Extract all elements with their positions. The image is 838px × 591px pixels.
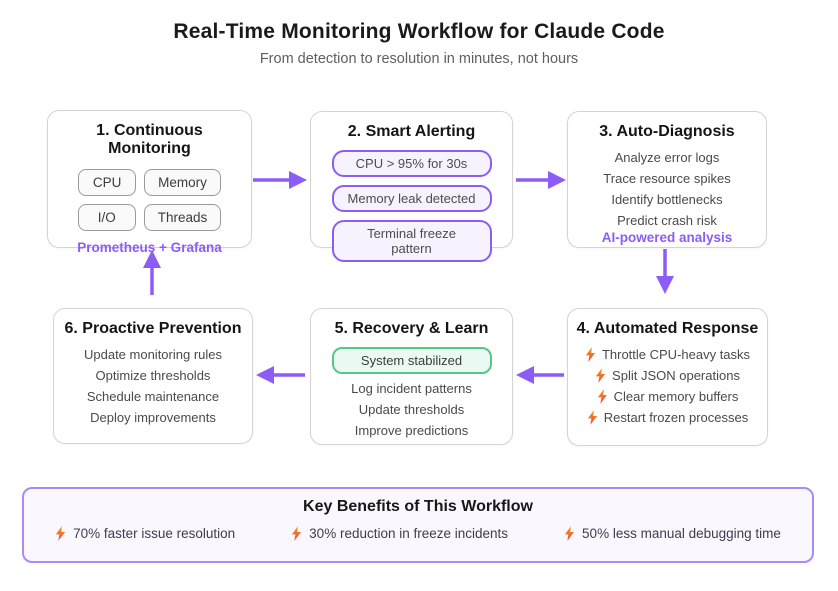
list-item: Identify bottlenecks bbox=[611, 192, 723, 207]
benefits-row: 70% faster issue resolution 30% reductio… bbox=[24, 526, 812, 541]
tools-label: Prometheus + Grafana bbox=[77, 240, 222, 255]
step-title: 2. Smart Alerting bbox=[347, 123, 476, 140]
lightning-icon bbox=[564, 526, 575, 541]
list-item: Throttle CPU-heavy tasks bbox=[576, 347, 759, 362]
status-pill-stabilized: System stabilized bbox=[331, 347, 492, 374]
lightning-icon bbox=[292, 526, 302, 541]
recovery-list: Log incident patterns Update thresholds … bbox=[319, 381, 504, 438]
lightning-icon bbox=[587, 410, 597, 425]
step-box-proactive-prevention: 6. Proactive Prevention Update monitorin… bbox=[53, 308, 253, 444]
benefits-title: Key Benefits of This Workflow bbox=[303, 498, 533, 515]
metric-chip-grid: CPU Memory I/O Threads bbox=[56, 167, 243, 231]
list-item: Log incident patterns bbox=[351, 381, 472, 396]
list-item: Schedule maintenance bbox=[86, 389, 220, 404]
arrow-response-to-recovery bbox=[516, 366, 564, 384]
list-item: Trace resource spikes bbox=[603, 171, 731, 186]
ai-analysis-label: AI-powered analysis bbox=[601, 230, 733, 245]
list-item: Split JSON operations bbox=[576, 368, 759, 383]
list-item: Optimize thresholds bbox=[95, 368, 211, 383]
diagnosis-list: Analyze error logs Trace resource spikes… bbox=[576, 150, 758, 228]
arrow-prevention-to-monitoring bbox=[143, 250, 161, 295]
alert-pill-stack: CPU > 95% for 30s Memory leak detected T… bbox=[319, 150, 504, 262]
arrow-diagnosis-to-response bbox=[656, 249, 674, 294]
list-item: Update monitoring rules bbox=[83, 347, 223, 362]
list-item: Analyze error logs bbox=[614, 150, 720, 165]
list-item: Predict crash risk bbox=[617, 213, 717, 228]
step-title: 6. Proactive Prevention bbox=[64, 320, 242, 337]
step-box-continuous-monitoring: 1. Continuous Monitoring CPU Memory I/O … bbox=[47, 110, 252, 255]
benefit-item: 70% faster issue resolution bbox=[55, 526, 235, 541]
alert-pill-freeze: Terminal freeze pattern bbox=[331, 220, 492, 262]
list-item: Update thresholds bbox=[358, 402, 465, 417]
step-box-auto-diagnosis: 3. Auto-Diagnosis Analyze error logs Tra… bbox=[567, 111, 767, 248]
page-subtitle: From detection to resolution in minutes,… bbox=[259, 51, 579, 67]
list-item: Restart frozen processes bbox=[576, 410, 759, 425]
response-list: Throttle CPU-heavy tasks Split JSON oper… bbox=[576, 347, 759, 425]
list-item: Improve predictions bbox=[354, 423, 469, 438]
arrow-monitoring-to-alerting bbox=[253, 171, 307, 189]
lightning-icon bbox=[585, 347, 596, 362]
step-title: 1. Continuous Monitoring bbox=[96, 122, 203, 157]
list-item: Clear memory buffers bbox=[576, 389, 759, 404]
metric-chip-memory: Memory bbox=[144, 169, 221, 196]
arrow-recovery-to-prevention bbox=[256, 366, 305, 384]
step-title: 3. Auto-Diagnosis bbox=[599, 123, 735, 140]
metric-chip-cpu: CPU bbox=[78, 169, 137, 196]
metric-chip-threads: Threads bbox=[143, 204, 222, 231]
list-item: Deploy improvements bbox=[90, 410, 216, 425]
benefit-item: 50% less manual debugging time bbox=[564, 526, 781, 541]
step-box-smart-alerting: 2. Smart Alerting CPU > 95% for 30s Memo… bbox=[310, 111, 513, 262]
arrow-alerting-to-diagnosis bbox=[516, 171, 566, 189]
benefits-panel: Key Benefits of This Workflow 70% faster… bbox=[22, 487, 814, 563]
step-box-recovery-learn: 5. Recovery & Learn System stabilized Lo… bbox=[310, 308, 513, 445]
lightning-icon bbox=[595, 368, 606, 383]
alert-pill-cpu: CPU > 95% for 30s bbox=[331, 150, 492, 177]
step-title: 5. Recovery & Learn bbox=[334, 320, 489, 337]
benefit-item: 30% reduction in freeze incidents bbox=[291, 526, 508, 541]
metric-chip-io: I/O bbox=[77, 204, 136, 231]
lightning-icon bbox=[55, 526, 66, 541]
lightning-icon bbox=[597, 389, 607, 404]
step-title: 4. Automated Response bbox=[576, 320, 759, 337]
alert-pill-memory-leak: Memory leak detected bbox=[331, 185, 492, 212]
step-box-automated-response: 4. Automated Response Throttle CPU-heavy… bbox=[567, 308, 768, 446]
page-title: Real-Time Monitoring Workflow for Claude… bbox=[173, 20, 665, 43]
prevention-list: Update monitoring rules Optimize thresho… bbox=[62, 347, 244, 425]
